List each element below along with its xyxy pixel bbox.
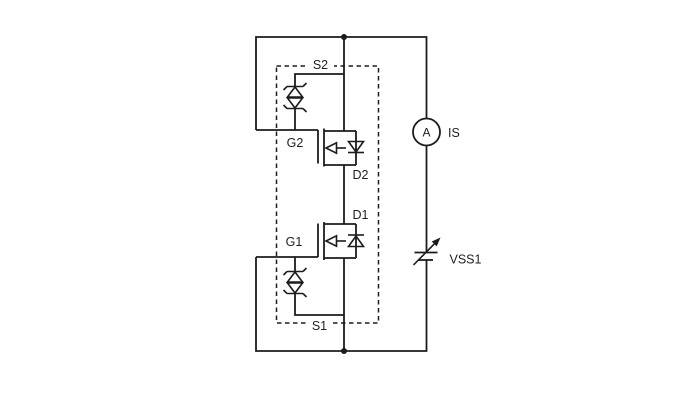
zener-clamp-upper-icon bbox=[282, 82, 308, 113]
wire-top-rail bbox=[255, 36, 428, 130]
zener-clamp-lower-icon bbox=[282, 267, 308, 298]
wire-bottom-rail bbox=[255, 257, 428, 352]
wire-s2-to-zener bbox=[294, 73, 344, 87]
adjust-arrow-head bbox=[431, 237, 441, 247]
label-patch bbox=[306, 317, 333, 333]
mosfet-arrow bbox=[324, 141, 338, 155]
label-is: IS bbox=[448, 126, 460, 140]
label-s1: S1 bbox=[312, 319, 327, 333]
body-diode-triangle bbox=[346, 234, 366, 248]
zener-triangle bbox=[285, 270, 305, 283]
wire-zener-to-s1 bbox=[294, 293, 344, 316]
zener-triangle bbox=[285, 282, 305, 295]
zener-bar bbox=[282, 289, 308, 298]
label-g1: G1 bbox=[286, 235, 303, 249]
label-vss1: VSS1 bbox=[450, 253, 482, 267]
label-d1: D1 bbox=[353, 208, 369, 222]
mosfet-upper-icon bbox=[317, 128, 366, 167]
junction-dot-bottom bbox=[341, 348, 347, 354]
body-diode-triangle bbox=[346, 140, 366, 154]
mosfet-arrow bbox=[324, 234, 338, 248]
adjust-arrow-shaft bbox=[412, 242, 437, 266]
junction-dot-top bbox=[341, 34, 347, 40]
mosfet-terminals bbox=[324, 223, 357, 259]
mosfet-lower-icon bbox=[317, 222, 366, 260]
label-g2: G2 bbox=[287, 136, 304, 150]
zener-triangle bbox=[285, 85, 305, 98]
mosfet-terminals bbox=[324, 130, 357, 166]
label-patch bbox=[308, 56, 334, 72]
zener-triangle bbox=[285, 97, 305, 110]
zener-bar bbox=[282, 104, 308, 113]
variable-source-icon bbox=[412, 237, 441, 266]
ammeter-icon bbox=[412, 117, 441, 253]
ammeter-letter: A bbox=[422, 126, 430, 140]
label-s2: S2 bbox=[313, 58, 328, 72]
label-d2: D2 bbox=[353, 168, 369, 182]
